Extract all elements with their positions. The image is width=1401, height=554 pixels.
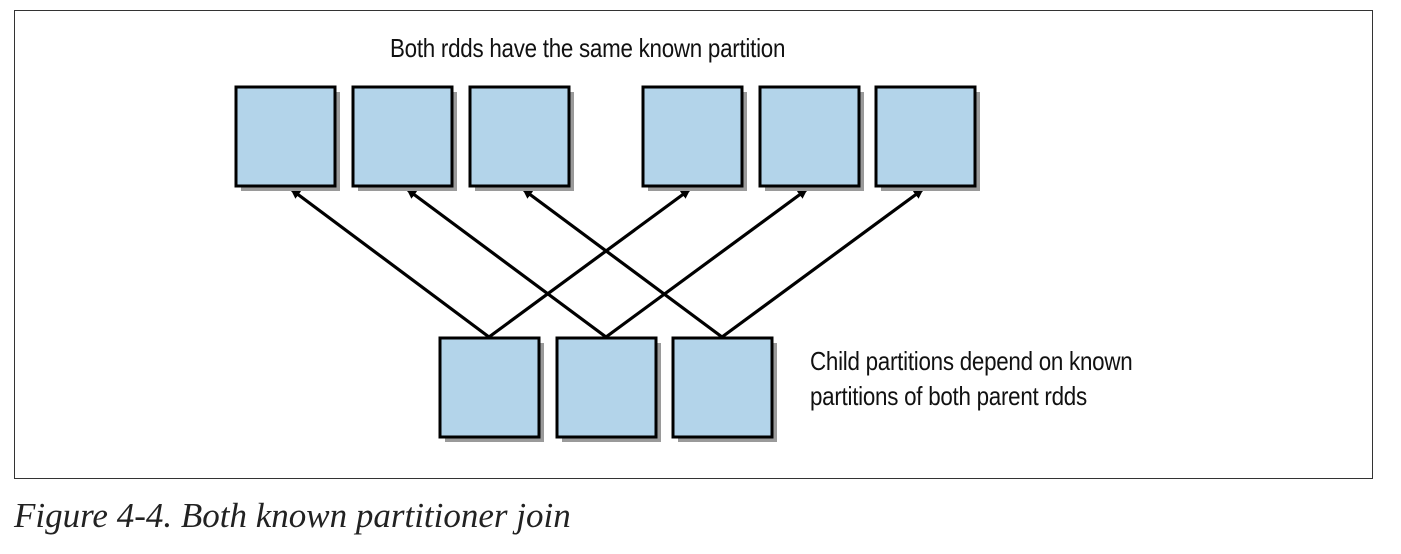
diagram-top-label: Both rdds have the same known partition bbox=[390, 33, 786, 63]
parent-rdd-1-partition bbox=[468, 85, 571, 188]
dependency-arrows bbox=[290, 188, 924, 339]
parent-rdd-2-partition bbox=[874, 85, 977, 188]
parent-rdd-1-partition bbox=[234, 85, 337, 188]
arrow-child1-to-rdd2-part1 bbox=[488, 188, 691, 339]
arrow-child2-to-rdd1-part2 bbox=[406, 188, 607, 339]
child-partitions-label-line1: Child partitions depend on known bbox=[810, 346, 1133, 376]
figure-caption: Figure 4-4. Both known partitioner join bbox=[14, 496, 571, 535]
parent-rdd-1 bbox=[234, 85, 574, 191]
arrow-child2-to-rdd2-part2 bbox=[605, 188, 808, 339]
parent-rdd-2-partition bbox=[758, 85, 861, 188]
child-partitions-label-line2: partitions of both parent rdds bbox=[810, 381, 1087, 411]
parent-rdd-2 bbox=[641, 85, 980, 191]
child-partition bbox=[671, 336, 774, 439]
parent-rdd-1-partition bbox=[351, 85, 454, 188]
parent-rdd-2-partition bbox=[641, 85, 744, 188]
arrow-child1-to-rdd1-part1 bbox=[290, 188, 490, 339]
arrow-child3-to-rdd1-part3 bbox=[522, 188, 723, 339]
child-rdd bbox=[438, 336, 777, 442]
arrow-child3-to-rdd2-part3 bbox=[721, 188, 924, 339]
child-partition bbox=[438, 336, 541, 439]
child-partition bbox=[555, 336, 658, 439]
